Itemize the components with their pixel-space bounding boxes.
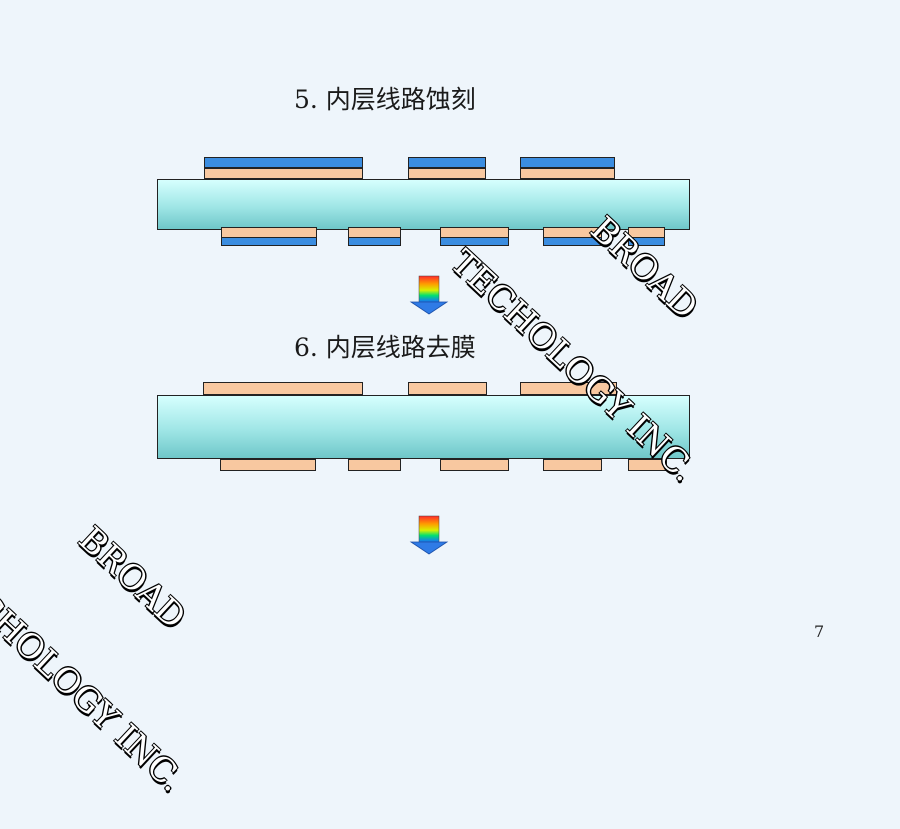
bottom-copper-trace (628, 459, 667, 471)
down-arrow-icon (409, 515, 449, 555)
top-copper-pad (408, 168, 486, 179)
top-copper-pad (204, 168, 363, 179)
page-number: 7 (814, 622, 825, 641)
top-copper-pad (520, 168, 615, 179)
top-resist-pad (204, 157, 363, 168)
bottom-copper-trace (543, 459, 602, 471)
core-substrate (157, 179, 690, 230)
bottom-resist-pad (543, 237, 602, 246)
top-copper-trace (520, 382, 617, 395)
step6-title: 6. 内层线路去膜 (294, 333, 476, 362)
top-copper-trace (408, 382, 487, 395)
top-copper-trace (203, 382, 363, 395)
bottom-resist-pad (221, 237, 317, 246)
core-substrate (157, 395, 690, 459)
top-resist-pad (520, 157, 615, 168)
bottom-copper-trace (348, 459, 401, 471)
bottom-copper-trace (220, 459, 316, 471)
watermark-line2: TECHOLOGY INC. (0, 552, 192, 800)
down-arrow-icon (409, 275, 449, 315)
bottom-resist-pad (628, 237, 665, 246)
bottom-resist-pad (348, 237, 401, 246)
bottom-copper-trace (440, 459, 509, 471)
step5-title: 5. 内层线路蚀刻 (294, 85, 476, 114)
top-resist-pad (408, 157, 486, 168)
bottom-resist-pad (440, 237, 509, 246)
